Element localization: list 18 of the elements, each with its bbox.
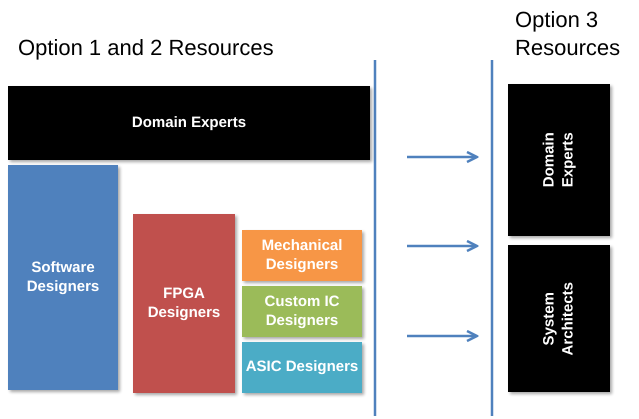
section-heading: Option 3 Resources (515, 6, 622, 61)
role-label: Custom IC Designers (264, 292, 340, 330)
role-box (242, 342, 362, 393)
role-label: Software Designers (26, 258, 100, 296)
role-box (242, 286, 362, 337)
section-heading: Option 1 and 2 Resources (18, 34, 275, 62)
role-label: Mechanical Designers (260, 236, 344, 274)
role-box (8, 86, 370, 160)
role-label: Domain Experts (132, 114, 246, 132)
role-box (242, 230, 362, 281)
role-label: Domain Experts (540, 131, 577, 190)
role-label: ASIC Designers (246, 358, 358, 377)
role-label: System Architects (540, 280, 577, 358)
role-label: FPGA Designers (146, 284, 222, 322)
role-box (133, 214, 235, 393)
role-box (8, 165, 118, 390)
vertical-role-box (508, 84, 610, 236)
vertical-role-box (508, 245, 610, 392)
